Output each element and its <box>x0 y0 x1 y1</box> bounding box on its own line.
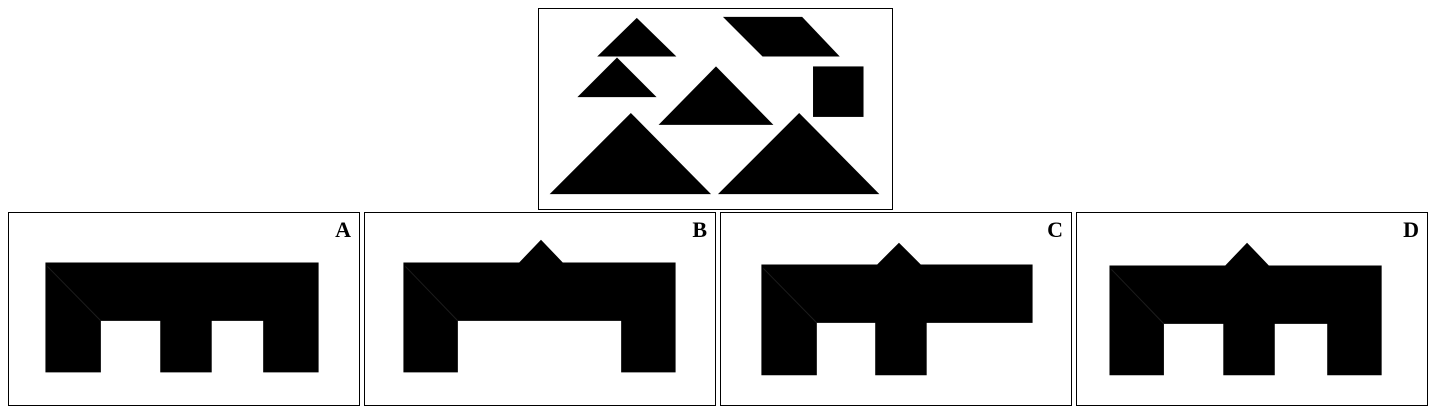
option-c-silhouette <box>761 242 1033 376</box>
option-a-figure <box>45 262 319 373</box>
option-c-seam <box>763 268 818 324</box>
option-d-silhouette <box>1109 242 1382 376</box>
small-triangle-left <box>577 57 657 98</box>
option-a-label: A <box>335 217 351 242</box>
option-b-figure <box>403 239 676 373</box>
tangram-pieces-figure <box>549 16 880 195</box>
option-a-seam <box>47 266 102 322</box>
option-b-seam <box>405 266 459 322</box>
small-triangle-top <box>597 17 677 57</box>
option-a-silhouette <box>45 262 319 373</box>
option-c-panel[interactable]: C <box>720 212 1072 406</box>
medium-triangle <box>658 66 774 125</box>
option-b-panel[interactable]: B <box>364 212 716 406</box>
option-d-panel[interactable]: D <box>1076 212 1428 406</box>
parallelogram <box>722 16 840 57</box>
option-b-silhouette <box>403 239 676 373</box>
option-c-label: C <box>1047 217 1063 242</box>
option-d-label: D <box>1403 217 1419 242</box>
option-d-seam <box>1111 269 1165 325</box>
large-triangle-left <box>549 112 712 195</box>
option-a-panel[interactable]: A <box>8 212 360 406</box>
tangram-pieces-panel <box>538 8 893 210</box>
option-b-label: B <box>692 217 707 242</box>
option-d-figure <box>1109 242 1382 376</box>
option-c-figure <box>761 242 1033 376</box>
square <box>813 66 864 117</box>
large-triangle-right <box>717 112 880 195</box>
